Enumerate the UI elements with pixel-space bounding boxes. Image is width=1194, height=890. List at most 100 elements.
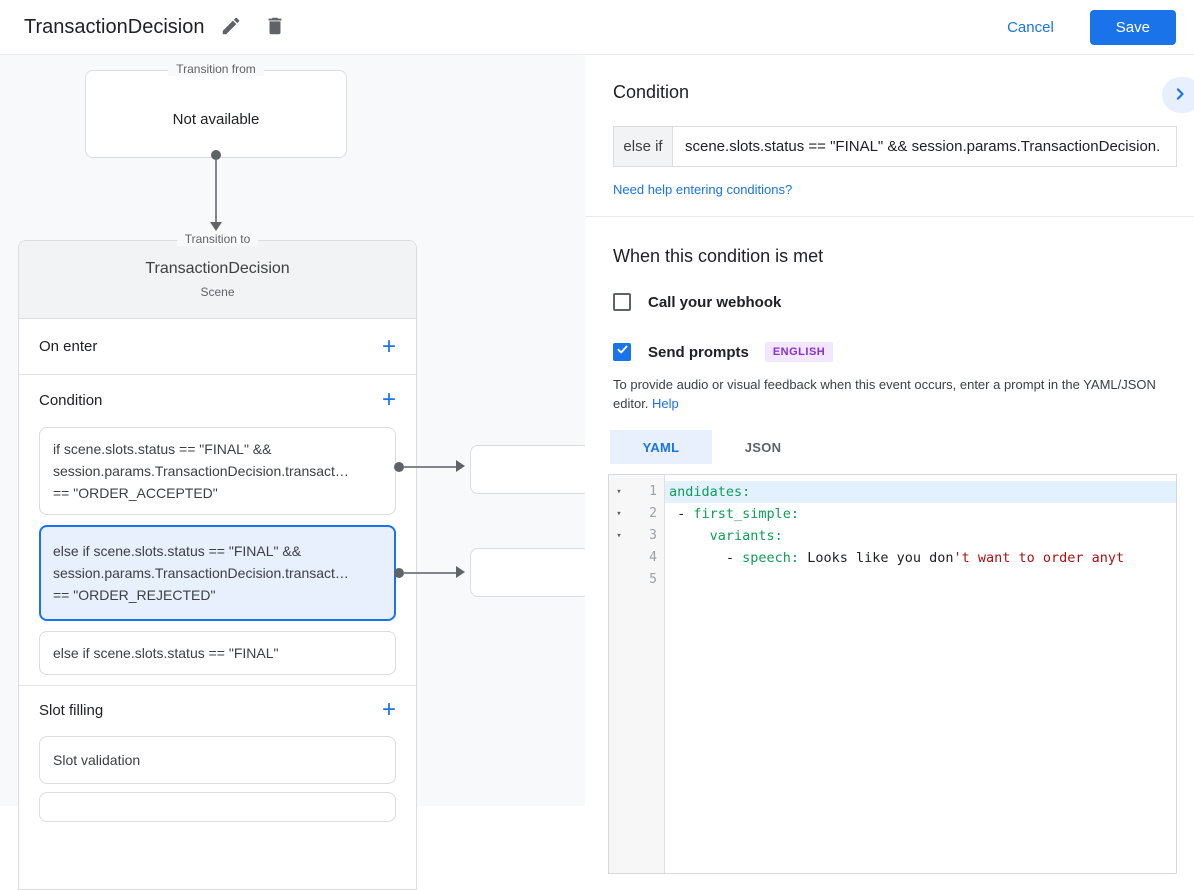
checkmark-icon (616, 343, 629, 361)
line-number: 5 (649, 572, 657, 587)
condition-section-label: Condition (39, 391, 103, 409)
code-token: Looks like you don (799, 550, 954, 566)
code-token: andidates: (669, 484, 751, 500)
connector-line (404, 466, 456, 468)
connector-dot (211, 150, 221, 160)
send-prompts-checkbox[interactable] (613, 343, 631, 361)
send-prompts-row: Send prompts ENGLISH (613, 342, 1177, 362)
code-token: speech: (742, 550, 800, 566)
delete-scene-button[interactable] (258, 9, 292, 46)
transition-target-box[interactable] (470, 445, 590, 494)
partially-visible-card[interactable] (39, 792, 396, 822)
fold-spacer (609, 569, 629, 591)
condition-prefix: else if (613, 126, 673, 167)
slot-filling-section-header: Slot filling + (19, 686, 416, 734)
condition-line: == "ORDER_ACCEPTED" (53, 485, 218, 501)
editor-line[interactable]: ▾ 3 variants: (609, 525, 1176, 547)
when-condition-heading: When this condition is met (613, 246, 824, 266)
line-number: 1 (649, 484, 657, 499)
condition-line: else if scene.slots.status == "FINAL" && (53, 543, 302, 559)
send-prompts-label: Send prompts (648, 343, 749, 361)
prompt-feedback-text: To provide audio or visual feedback when… (613, 375, 1177, 413)
condition-card-final[interactable]: else if scene.slots.status == "FINAL" (39, 631, 396, 675)
pencil-icon (220, 15, 242, 40)
prompt-feedback-text-body: To provide audio or visual feedback when… (613, 377, 1156, 411)
collapse-panel-button[interactable] (1162, 77, 1194, 113)
condition-line: else if scene.slots.status == "FINAL" (53, 645, 279, 661)
tab-yaml[interactable]: YAML (610, 430, 712, 464)
condition-expression-group: else if (613, 126, 1177, 167)
scene-title: TransactionDecision (145, 260, 290, 277)
condition-line: == "ORDER_REJECTED" (53, 587, 216, 603)
connector-line (215, 160, 217, 222)
condition-detail-panel: Condition else if Need help entering con… (585, 55, 1194, 874)
condition-help-link[interactable]: Need help entering conditions? (613, 182, 793, 197)
tab-json[interactable]: JSON (744, 439, 782, 455)
condition-line: if scene.slots.status == "FINAL" && (53, 441, 272, 457)
condition-line: session.params.TransactionDecision.trans… (53, 463, 349, 479)
on-enter-label: On enter (39, 338, 98, 355)
on-enter-section: On enter + (19, 319, 416, 375)
transition-target-box[interactable] (470, 548, 590, 597)
flow-canvas: Transition from Not available Transition… (0, 55, 590, 890)
fold-spacer (609, 547, 629, 569)
webhook-row: Call your webhook (613, 293, 1177, 311)
arrowhead-right-icon (456, 566, 465, 578)
code-token: 't want to order anyt (953, 550, 1125, 566)
top-bar: TransactionDecision Cancel Save (0, 0, 1194, 55)
fold-arrow-icon[interactable]: ▾ (616, 509, 622, 519)
divider (585, 216, 1194, 217)
add-condition-button[interactable]: + (381, 386, 396, 413)
editor-line[interactable]: 4 - speech: Looks like you don't want to… (609, 547, 1176, 569)
condition-section-header: Condition + (19, 375, 416, 425)
line-number: 3 (649, 528, 657, 543)
call-webhook-label: Call your webhook (648, 293, 782, 311)
condition-line: session.params.TransactionDecision.trans… (53, 565, 349, 581)
code-token: - (669, 506, 694, 522)
slot-validation-card[interactable]: Slot validation (39, 736, 396, 784)
cancel-button[interactable]: Cancel (1007, 18, 1054, 36)
transition-from-box: Transition from Not available (85, 62, 347, 158)
scene-subtitle: Scene (200, 285, 235, 299)
transition-from-value: Not available (172, 111, 260, 128)
slot-card-label: Slot validation (53, 752, 141, 768)
prompt-help-link[interactable]: Help (652, 396, 679, 411)
code-token: - (669, 550, 743, 566)
fold-arrow-icon[interactable]: ▾ (616, 487, 622, 497)
connector-dot (394, 568, 404, 578)
code-token (669, 528, 710, 544)
divider (19, 685, 416, 686)
page-title: TransactionDecision (24, 15, 205, 38)
line-number: 2 (649, 506, 657, 521)
transition-to-label: Transition to (176, 232, 259, 246)
condition-card-order-rejected[interactable]: else if scene.slots.status == "FINAL" &&… (39, 525, 396, 621)
save-button[interactable]: Save (1089, 9, 1176, 45)
arrowhead-right-icon (456, 460, 465, 472)
connector-dot (394, 462, 404, 472)
scene-header: TransactionDecision Scene (19, 241, 416, 319)
arrowhead-down-icon (210, 222, 222, 231)
add-on-enter-button[interactable]: + (381, 332, 396, 360)
call-webhook-checkbox[interactable] (613, 293, 631, 311)
fold-arrow-icon[interactable]: ▾ (616, 531, 622, 541)
editor-line[interactable]: 5 (609, 569, 1176, 591)
editor-tabs: YAML JSON (610, 430, 1177, 464)
condition-expression-input[interactable] (673, 126, 1177, 167)
transition-to-card: Transition to TransactionDecision Scene … (18, 232, 417, 890)
add-slot-button[interactable]: + (381, 696, 396, 723)
trash-icon (264, 15, 286, 40)
code-token: variants: (709, 528, 783, 544)
editor-line[interactable]: ▾ 1 andidates: (609, 481, 1176, 503)
transition-from-label: Transition from (168, 62, 264, 76)
yaml-code-editor[interactable]: ▾ 1 andidates: ▾ 2 - first_simple: ▾ 3 v… (608, 474, 1177, 874)
condition-card-order-accepted[interactable]: if scene.slots.status == "FINAL" && sess… (39, 427, 396, 515)
slot-filling-label: Slot filling (39, 701, 104, 719)
editor-line[interactable]: ▾ 2 - first_simple: (609, 503, 1176, 525)
chevron-right-icon (1170, 84, 1190, 107)
condition-heading: Condition (613, 82, 690, 102)
code-token: first_simple: (693, 506, 800, 522)
edit-title-button[interactable] (214, 9, 248, 46)
line-number: 4 (649, 550, 657, 565)
language-badge: ENGLISH (764, 342, 834, 362)
connector-line (404, 572, 456, 574)
